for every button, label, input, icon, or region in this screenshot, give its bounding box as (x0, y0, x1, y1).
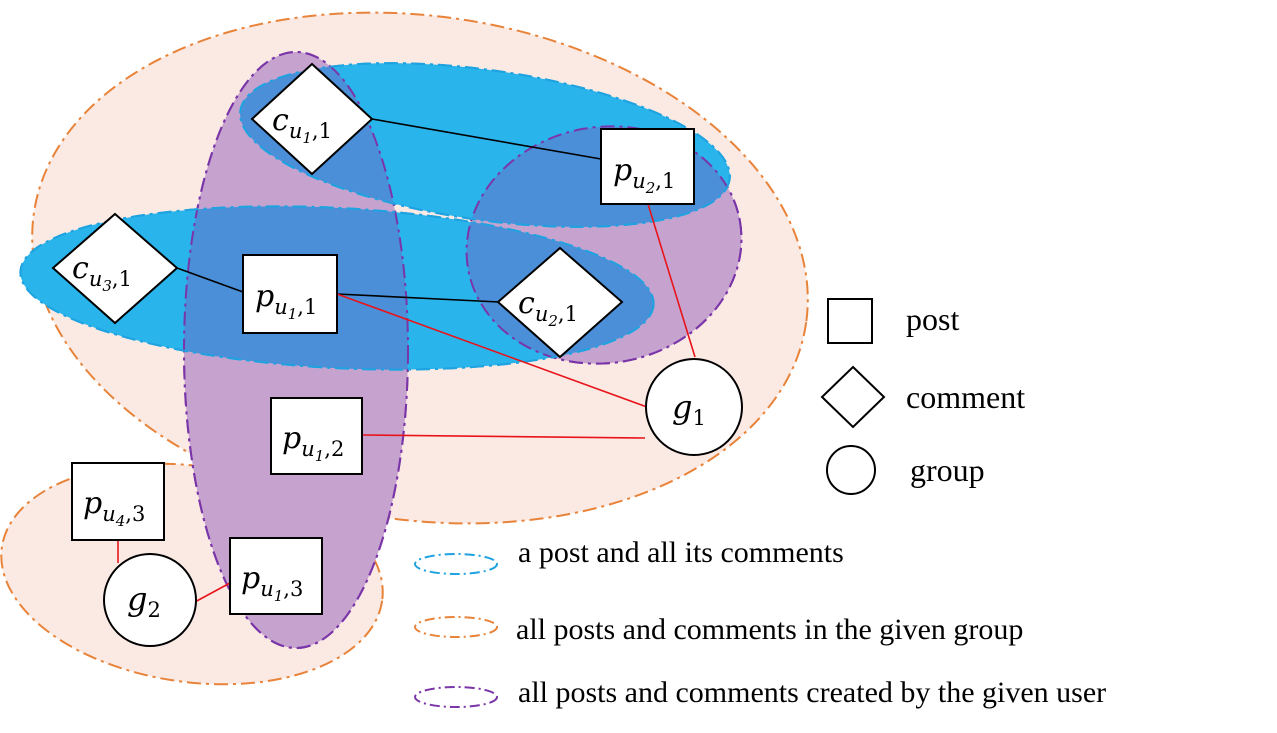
comment-node-c-u2-1: cu2,1 (496, 246, 624, 359)
legend-comment-label: comment (906, 379, 1025, 415)
edge-c-u1-1-to-p-u2-1 (371, 118, 602, 160)
legend-group-scope-region: all posts and comments in the given grou… (414, 613, 1023, 646)
post-node-p-u1-3: pu1,3 (229, 537, 323, 615)
legend-user-scope-region: all posts and comments created by the gi… (414, 676, 1106, 709)
legend-purple-ellipse-icon (414, 686, 498, 708)
legend-group-icon (826, 445, 876, 495)
svg-text:pu1,1: pu1,1 (255, 279, 317, 323)
edge-p-u1-1-to-c-u2-1 (336, 293, 500, 303)
post-node-p-u2-1: pu2,1 (600, 128, 695, 205)
comment-node-c-u1-1: cu1,1 (250, 62, 374, 176)
edge-p-u2-1-to-g1 (647, 203, 696, 358)
svg-text:pu4,3: pu4,3 (83, 486, 145, 530)
group-node-g1: g1 (645, 358, 743, 456)
post-node-p-u1-1: pu1,1 (242, 254, 338, 334)
svg-text:pu2,1: pu2,1 (613, 153, 675, 197)
edge-c-u3-1-to-p-u1-1 (176, 267, 244, 293)
group-node-g2: g2 (103, 553, 197, 647)
legend-comment-icon (820, 365, 886, 429)
legend-group-scope-label: all posts and comments in the given grou… (516, 613, 1023, 646)
svg-text:cu1,1: cu1,1 (272, 103, 332, 147)
legend-post-comments-label: a post and all its comments (518, 536, 844, 569)
legend-post: post (827, 298, 959, 344)
svg-text:cu3,1: cu3,1 (72, 251, 132, 295)
legend-group: group (826, 445, 985, 495)
edge-p-u1-2-to-g1 (361, 434, 646, 439)
svg-text:g2: g2 (127, 580, 161, 622)
svg-text:g1: g1 (672, 388, 706, 430)
post-node-p-u4-3: pu4,3 (71, 462, 165, 541)
legend-comment: comment (820, 365, 1025, 429)
legend-post-icon (827, 298, 873, 344)
comment-node-c-u3-1: cu3,1 (51, 212, 179, 325)
svg-text:pu1,3: pu1,3 (241, 561, 303, 605)
legend-post-comments-region: a post and all its comments (414, 536, 844, 575)
legend-orange-ellipse-icon (414, 616, 498, 638)
legend-group-label: group (910, 452, 985, 488)
legend-user-scope-label: all posts and comments created by the gi… (518, 676, 1106, 709)
edge-p-u1-1-to-g1 (336, 293, 648, 408)
svg-text:pu1,2: pu1,2 (282, 421, 344, 465)
edge-p-u1-3-to-g2 (192, 582, 231, 604)
legend-post-label: post (906, 301, 959, 337)
post-node-p-u1-2: pu1,2 (270, 397, 363, 475)
svg-text:cu2,1: cu2,1 (518, 286, 578, 330)
legend-cyan-ellipse-icon (414, 553, 498, 575)
